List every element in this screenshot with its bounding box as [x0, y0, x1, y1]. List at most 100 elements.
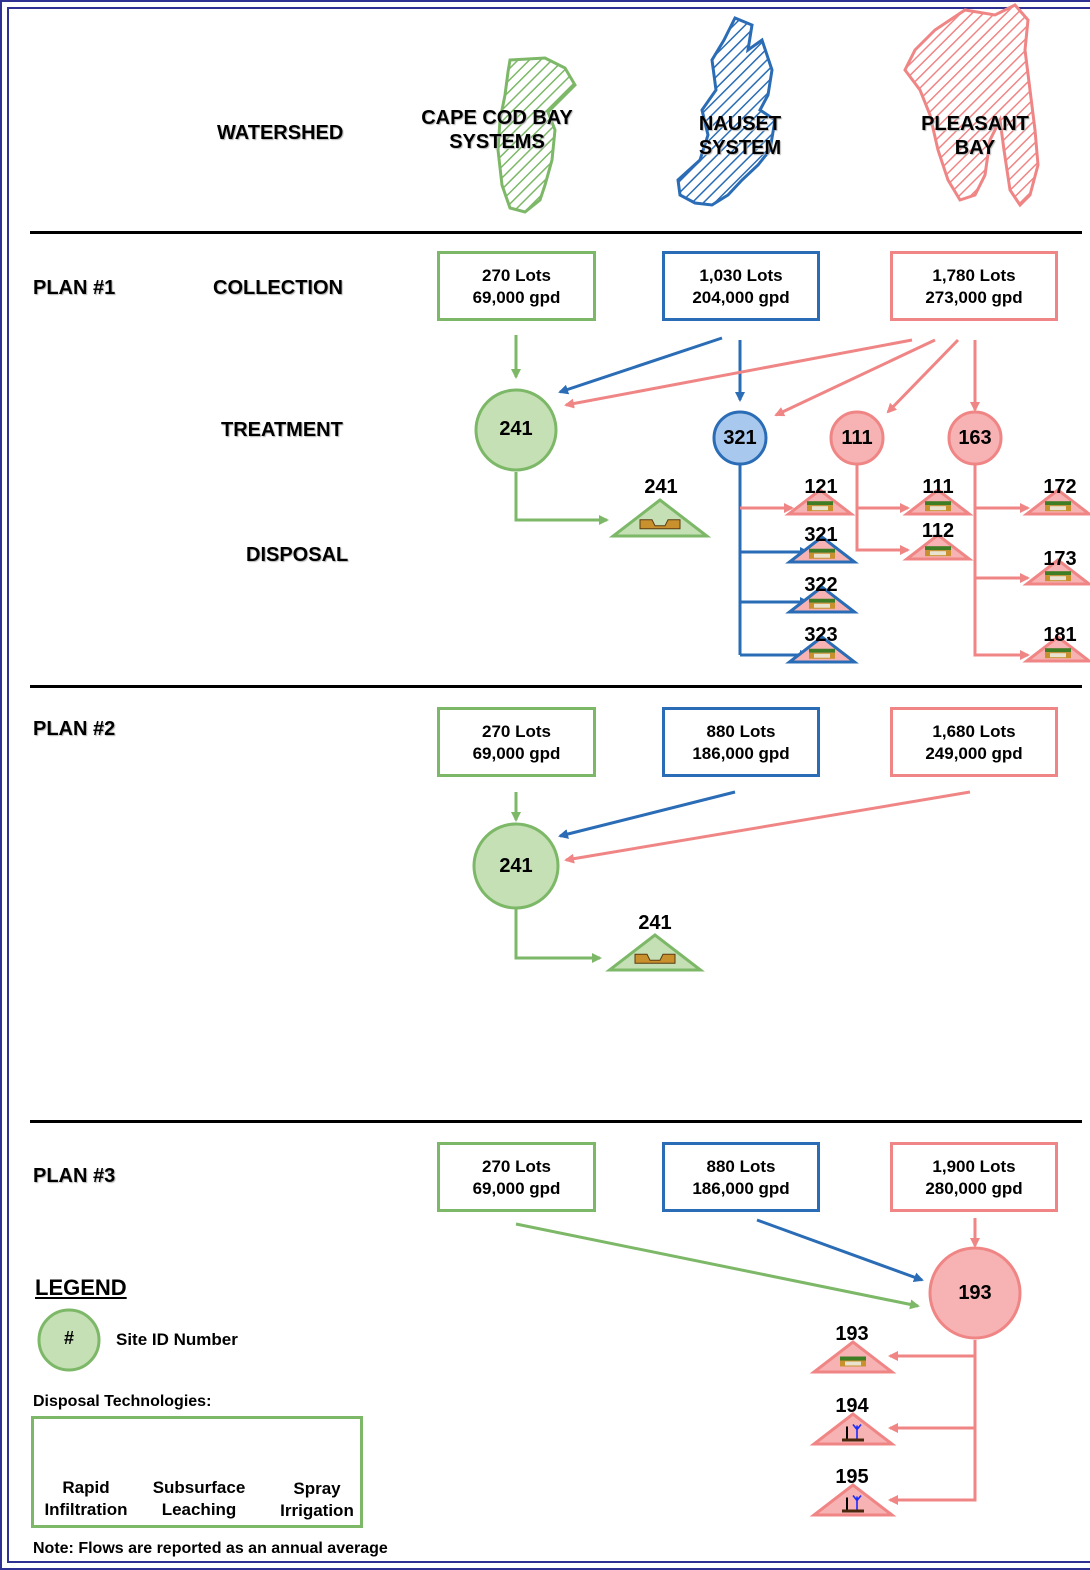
collection-box-pleasant-bay: 1,900 Lots 280,000 gpd	[890, 1142, 1058, 1212]
section-divider	[30, 685, 1082, 688]
legend-technology-line: Rapid	[62, 1478, 110, 1497]
disposal-site-id: 111	[922, 476, 954, 498]
collection-lots: 880 Lots	[706, 1157, 776, 1176]
collection-lots: 270 Lots	[482, 1157, 551, 1176]
section-divider	[30, 231, 1082, 234]
spray-irrigation-icon	[842, 1424, 864, 1442]
site-circle	[928, 1246, 1022, 1340]
collection-lots: 880 Lots	[706, 722, 776, 741]
disposal-site-id: 241	[638, 912, 672, 934]
collection-flow: 204,000 gpd	[692, 288, 790, 307]
plan3-flow-arrows	[515, 1218, 980, 1505]
disposal-site-triangle	[809, 1483, 897, 1517]
watershed-title-pleasant-bay: PLEASANT BAY	[885, 112, 1065, 160]
legend-technology-line: Infiltration	[44, 1500, 128, 1519]
collection-box-cape-cod-bay: 270 Lots 69,000 gpd	[437, 1142, 596, 1212]
legend-title: LEGEND	[35, 1275, 127, 1300]
collection-flow: 280,000 gpd	[925, 1179, 1023, 1198]
plan2-flow-arrows	[511, 790, 971, 963]
collection-flow: 273,000 gpd	[925, 288, 1023, 307]
disposal-label: DISPOSAL	[246, 544, 349, 566]
subsurface-leaching-icon	[1045, 571, 1071, 582]
legend-site-symbol: #	[63, 1328, 74, 1348]
treatment-site-id: 241	[499, 418, 533, 440]
treatment-site-id: 321	[723, 427, 757, 449]
legend-technology-line: Subsurface	[152, 1478, 246, 1497]
subsurface-leaching-icon	[925, 546, 951, 557]
collection-box-pleasant-bay: 1,680 Lots 249,000 gpd	[890, 707, 1058, 777]
collection-lots: 270 Lots	[482, 722, 551, 741]
subsurface-leaching-icon	[807, 501, 833, 512]
collection-box-pleasant-bay: 1,780 Lots 273,000 gpd	[890, 251, 1058, 321]
disposal-site-id: 195	[835, 1466, 869, 1488]
disposal-site-id: 112	[921, 520, 955, 542]
plan1-flow-arrows	[511, 335, 1030, 660]
collection-flow: 249,000 gpd	[925, 744, 1023, 763]
spray-irrigation-icon	[842, 1495, 864, 1513]
legend-site-label: Site ID Number	[116, 1330, 238, 1349]
collection-box-cape-cod-bay: 270 Lots 69,000 gpd	[437, 251, 596, 321]
inner-frame	[7, 7, 1090, 1563]
collection-lots: 1,680 Lots	[932, 722, 1016, 741]
cape-cod-bay-watershed-shape	[496, 56, 577, 214]
legend-technology-label: Rapid Infiltration	[36, 1477, 136, 1521]
watershed-title-line: BAY	[954, 137, 996, 159]
legend-site-circle	[37, 1308, 101, 1372]
collection-box-nauset: 1,030 Lots 204,000 gpd	[662, 251, 820, 321]
subsurface-leaching-icon	[809, 648, 835, 659]
disposal-site-id: 121	[804, 476, 838, 498]
watershed-title-nauset: NAUSET SYSTEM	[650, 112, 830, 160]
treatment-site-id: 193	[958, 1282, 992, 1304]
site-circle	[829, 410, 885, 466]
subsurface-leaching-icon	[840, 1356, 866, 1367]
site-circle	[712, 410, 768, 466]
subsurface-leaching-icon	[1045, 501, 1071, 512]
watershed-title-line: SYSTEM	[698, 137, 782, 159]
plan-1-label: PLAN #1	[33, 277, 116, 299]
legend-technology-line: Irrigation	[280, 1501, 354, 1520]
treatment-site-id: 111	[841, 427, 873, 449]
legend-technology-label: Spray Irrigation	[270, 1478, 364, 1522]
collection-lots: 1,900 Lots	[932, 1157, 1016, 1176]
legend-technology-box	[31, 1416, 363, 1528]
legend-technology-label: Subsurface Leaching	[144, 1477, 254, 1521]
treatment-label: TREATMENT	[221, 419, 343, 441]
treatment-site-id: 241	[499, 855, 533, 877]
collection-flow: 186,000 gpd	[692, 744, 790, 763]
collection-box-nauset: 880 Lots 186,000 gpd	[662, 1142, 820, 1212]
collection-lots: 270 Lots	[482, 266, 551, 285]
collection-flow: 69,000 gpd	[472, 744, 561, 763]
watershed-title-line: SYSTEMS	[449, 131, 545, 153]
disposal-site-triangle	[605, 933, 705, 972]
legend-technology-line: Spray	[293, 1479, 341, 1498]
watershed-title-line: PLEASANT	[921, 113, 1029, 135]
disposal-site-triangle	[608, 498, 712, 538]
disposal-site-triangle	[809, 1412, 897, 1446]
subsurface-leaching-icon	[809, 548, 835, 559]
collection-flow: 69,000 gpd	[472, 288, 561, 307]
legend-technology-line: Leaching	[161, 1500, 237, 1519]
legend-disposal-title: Disposal Technologies:	[33, 1393, 212, 1410]
collection-box-nauset: 880 Lots 186,000 gpd	[662, 707, 820, 777]
site-circle	[472, 822, 560, 910]
site-circle	[474, 388, 558, 472]
disposal-site-id: 172	[1043, 476, 1077, 498]
treatment-circles	[37, 388, 1022, 1372]
disposal-site-id: 322	[804, 574, 838, 596]
watershed-title-line: NAUSET	[698, 113, 782, 135]
disposal-site-id: 194	[835, 1395, 869, 1417]
site-circle	[947, 410, 1003, 466]
collection-lots: 1,030 Lots	[699, 266, 783, 285]
disposal-site-id: 321	[804, 524, 838, 546]
footnote: Note: Flows are reported as an annual av…	[33, 1540, 388, 1557]
watershed-title-cape-cod-bay: CAPE COD BAY SYSTEMS	[397, 106, 597, 154]
subsurface-leaching-icon	[809, 598, 835, 609]
section-divider	[30, 1120, 1082, 1123]
rapid-infiltration-icon	[634, 953, 676, 964]
disposal-site-id: 193	[835, 1323, 869, 1345]
disposal-triangles	[605, 488, 1090, 1517]
plan-3-label: PLAN #3	[33, 1165, 116, 1187]
collection-label: COLLECTION	[213, 277, 343, 299]
